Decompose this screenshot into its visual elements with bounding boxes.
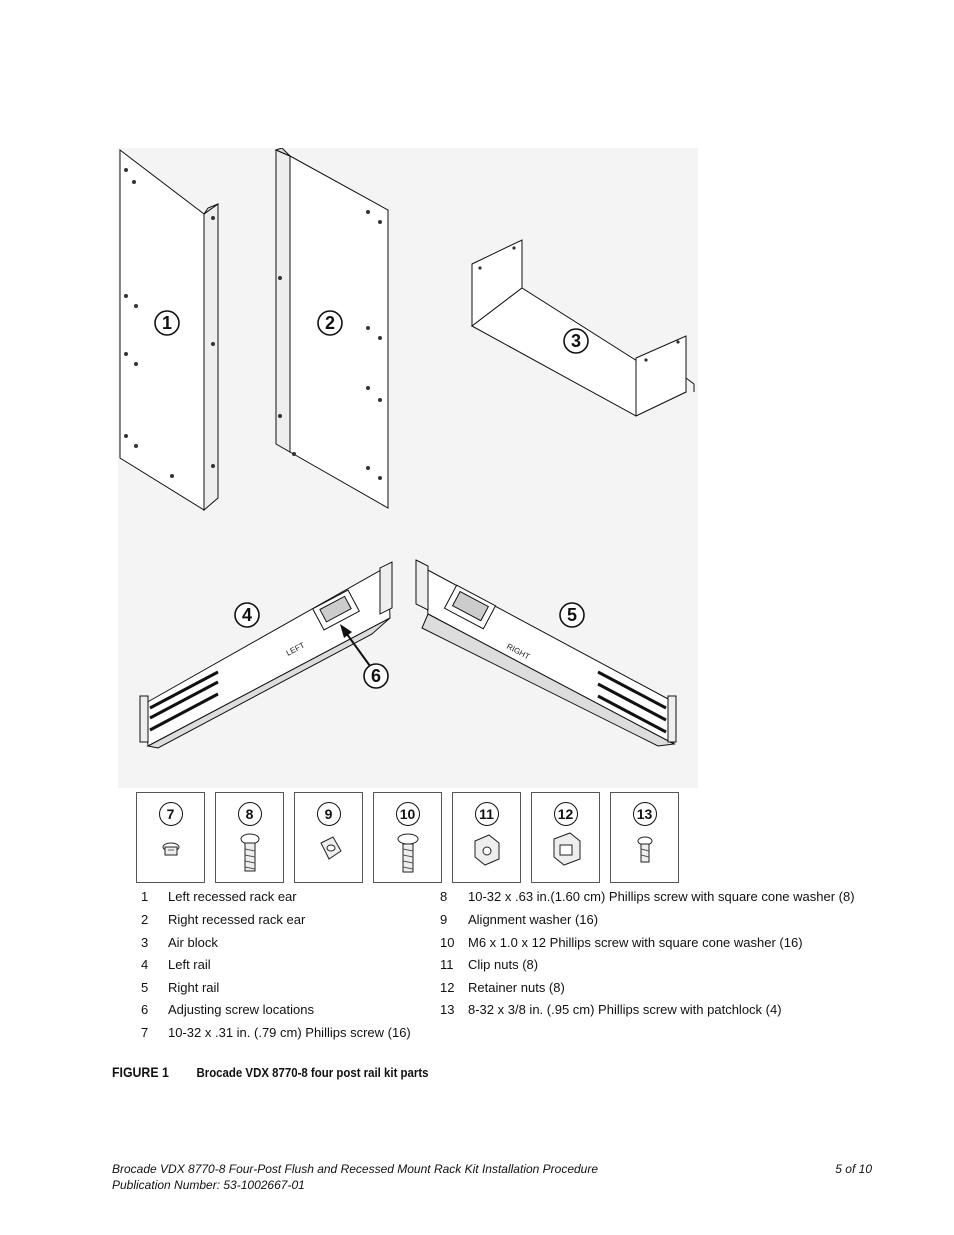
phillips-screw-cone-washer-icon [240, 833, 260, 872]
callout-1: 1 [154, 310, 180, 336]
m6-phillips-screw-icon [397, 833, 419, 873]
svg-text:5: 5 [567, 605, 577, 625]
hardware-box-13: 13 [610, 792, 679, 883]
hardware-box-9: 9 [294, 792, 363, 883]
hardware-number: 12 [553, 802, 578, 826]
svg-text:6: 6 [371, 666, 381, 686]
hardware-box-10: 10 [373, 792, 442, 883]
svg-text:2: 2 [325, 313, 335, 333]
right-rail-drawing: RIGHT [415, 559, 677, 747]
svg-text:4: 4 [242, 605, 252, 625]
hardware-box-12: 12 [531, 792, 600, 883]
callout-6: 6 [363, 663, 389, 689]
publication-number: Publication Number: 53-1002667-01 [112, 1178, 305, 1192]
hardware-number: 11 [474, 802, 499, 826]
hardware-box-8: 8 [215, 792, 284, 883]
hardware-number: 9 [316, 802, 341, 826]
alignment-washer-icon [320, 836, 342, 860]
figure-caption: FIGURE 1 Brocade VDX 8770-8 four post rai… [112, 1064, 429, 1080]
callout-2: 2 [317, 310, 343, 336]
left-rail-drawing: LEFT [139, 561, 393, 749]
hardware-number: 13 [632, 802, 657, 826]
footer-doc-title: Brocade VDX 8770-8 Four-Post Flush and R… [112, 1162, 599, 1176]
clip-nut-icon [474, 834, 500, 866]
hardware-number: 7 [158, 802, 183, 826]
svg-text:3: 3 [571, 331, 581, 351]
hardware-box-7: 7 [136, 792, 205, 883]
hardware-box-11: 11 [452, 792, 521, 883]
figure-title: Brocade VDX 8770-8 four post rail kit pa… [196, 1065, 429, 1080]
patchlock-screw-icon [637, 836, 653, 863]
callout-3: 3 [563, 328, 589, 354]
callout-4: 4 [234, 602, 260, 628]
rail-kit-illustration: LEFT RIGHT 1 2 3 [118, 148, 698, 788]
retainer-nut-icon [553, 832, 581, 866]
hardware-number: 8 [237, 802, 262, 826]
callout-5: 5 [559, 602, 585, 628]
small-phillips-screw-icon [162, 842, 180, 856]
page-number: 5 of 10 [835, 1162, 872, 1176]
hardware-number: 10 [395, 802, 420, 826]
page-footer: Brocade VDX 8770-8 Four-Post Flush and R… [112, 1162, 872, 1194]
figure-label: FIGURE 1 [112, 1064, 169, 1080]
svg-text:1: 1 [162, 313, 172, 333]
